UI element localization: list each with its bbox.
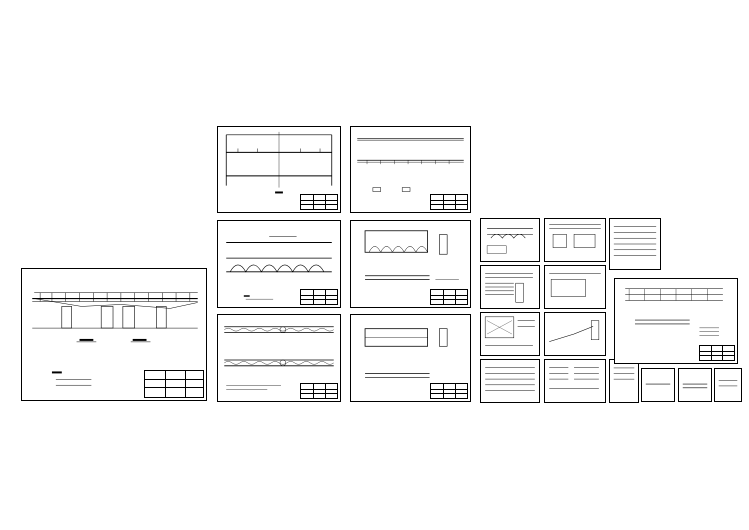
title-block: [300, 383, 338, 399]
sheet-detail-7[interactable]: [544, 312, 606, 356]
sheet-detail-2[interactable]: [480, 265, 540, 309]
sheet-detail-12[interactable]: [678, 368, 712, 402]
title-block: [430, 289, 468, 305]
title-block: [300, 289, 338, 305]
title-block: [300, 194, 338, 210]
title-block: [699, 345, 735, 361]
detail-drawing: [613, 367, 635, 380]
title-block: [430, 383, 468, 399]
deck-elevation-drawing: [225, 131, 333, 194]
arch-section-drawing: [364, 230, 459, 280]
detail-drawing: [484, 316, 535, 346]
title-block: [144, 370, 204, 398]
sheet-detail-13[interactable]: [714, 368, 742, 402]
side-drawing: [625, 288, 723, 336]
sheet-deck-elevation-a[interactable]: [217, 126, 341, 213]
detail-drawing: [549, 320, 600, 342]
detail-drawing: [549, 224, 601, 248]
detail-drawing: [682, 383, 708, 389]
sheet-detail-11[interactable]: [641, 368, 675, 402]
detail-drawing: [718, 380, 738, 387]
sheet-detail-10[interactable]: [609, 359, 639, 403]
detail-drawing: [645, 383, 671, 385]
detail-drawing: [485, 367, 535, 391]
sheet-detail-1[interactable]: [480, 218, 540, 262]
deck-plan-drawing: [224, 326, 334, 390]
title-block: [430, 194, 468, 210]
sheet-detail-6[interactable]: [544, 265, 606, 309]
detail-drawing: [485, 273, 533, 303]
sheet-arch-elevation-a[interactable]: [217, 220, 341, 308]
sheet-side[interactable]: [614, 278, 738, 364]
sheet-deck-plan[interactable]: [217, 314, 341, 402]
detail-drawing: [549, 273, 601, 297]
sheet-detail-4[interactable]: [480, 359, 540, 403]
detail-drawing: [486, 228, 533, 254]
sheet-beam-detail[interactable]: [350, 314, 471, 402]
arch-elevation-drawing: [226, 236, 332, 300]
sheet-elevation-overview[interactable]: [21, 268, 207, 401]
detail-drawing: [549, 367, 599, 389]
sheet-detail-5[interactable]: [544, 218, 606, 262]
sheet-detail-8[interactable]: [544, 359, 606, 403]
detail-drawing: [613, 226, 657, 256]
sheet-deck-elevation-b[interactable]: [350, 126, 471, 213]
elevation-drawing: [32, 292, 198, 386]
beam-detail-drawing: [364, 328, 448, 378]
sheet-arch-elevation-b[interactable]: [350, 220, 471, 308]
sheet-detail-9[interactable]: [609, 218, 661, 270]
deck-section-drawing: [357, 138, 464, 192]
sheet-detail-3[interactable]: [480, 312, 540, 356]
